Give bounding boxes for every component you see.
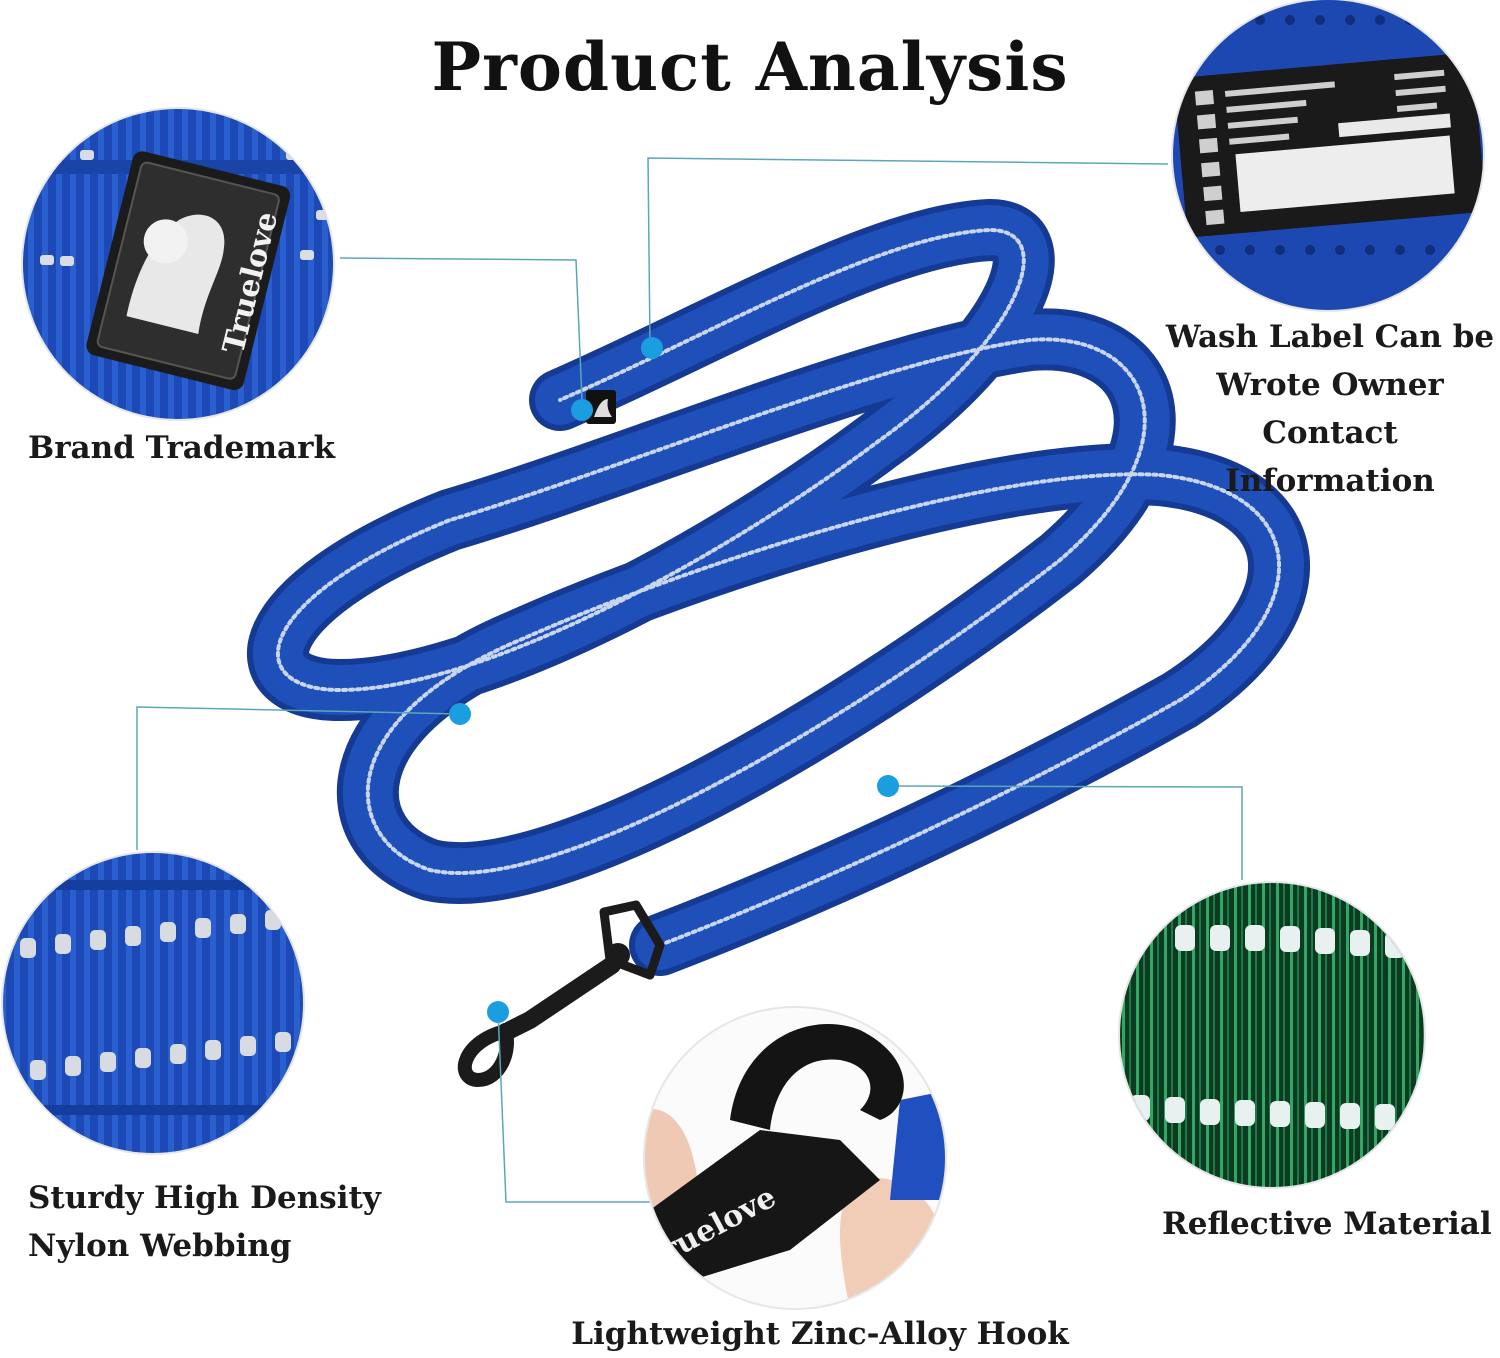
hook-closeup: ruelove [643, 1006, 947, 1310]
nylon-webbing-caption: Sturdy High Density Nylon Webbing [28, 1174, 381, 1270]
leash-hook [457, 900, 665, 1088]
page-title: Product Analysis [431, 28, 1069, 106]
brand-callout-dot [571, 399, 593, 421]
wash-callout-dot [641, 337, 663, 359]
hook-callout-dot [487, 1001, 509, 1023]
leash-body [247, 199, 1310, 976]
reflective-material-caption: Reflective Material [1162, 1206, 1492, 1242]
wash-label-caption-line-2: Wrote Owner Contact [1216, 367, 1444, 451]
reflective-material-closeup [1118, 881, 1426, 1189]
leash-reflective-stripe [276, 228, 1282, 947]
wash-label-caption: Wash Label Can be Wrote Owner Contact In… [1160, 313, 1500, 505]
brand-trademark-caption: Brand Trademark [28, 430, 335, 466]
wash-label-caption-line-3: Information [1225, 463, 1435, 499]
zinc-alloy-hook-caption: Lightweight Zinc-Alloy Hook [571, 1316, 1069, 1352]
nylon-webbing-closeup [1, 851, 305, 1155]
callout-lines [136, 157, 1243, 1203]
nylon-callout-dot [449, 703, 471, 725]
nylon-webbing-caption-line-1: Sturdy High Density [28, 1180, 381, 1216]
hook-closeup-hook [730, 1024, 904, 1130]
nylon-webbing-caption-line-2: Nylon Webbing [28, 1228, 292, 1264]
brand-trademark-closeup: Truelove [21, 107, 335, 421]
wash-label-caption-line-1: Wash Label Can be [1165, 319, 1495, 355]
wash-label-closeup [1171, 0, 1485, 312]
reflective-callout-dot [877, 775, 899, 797]
leash [247, 199, 1310, 976]
